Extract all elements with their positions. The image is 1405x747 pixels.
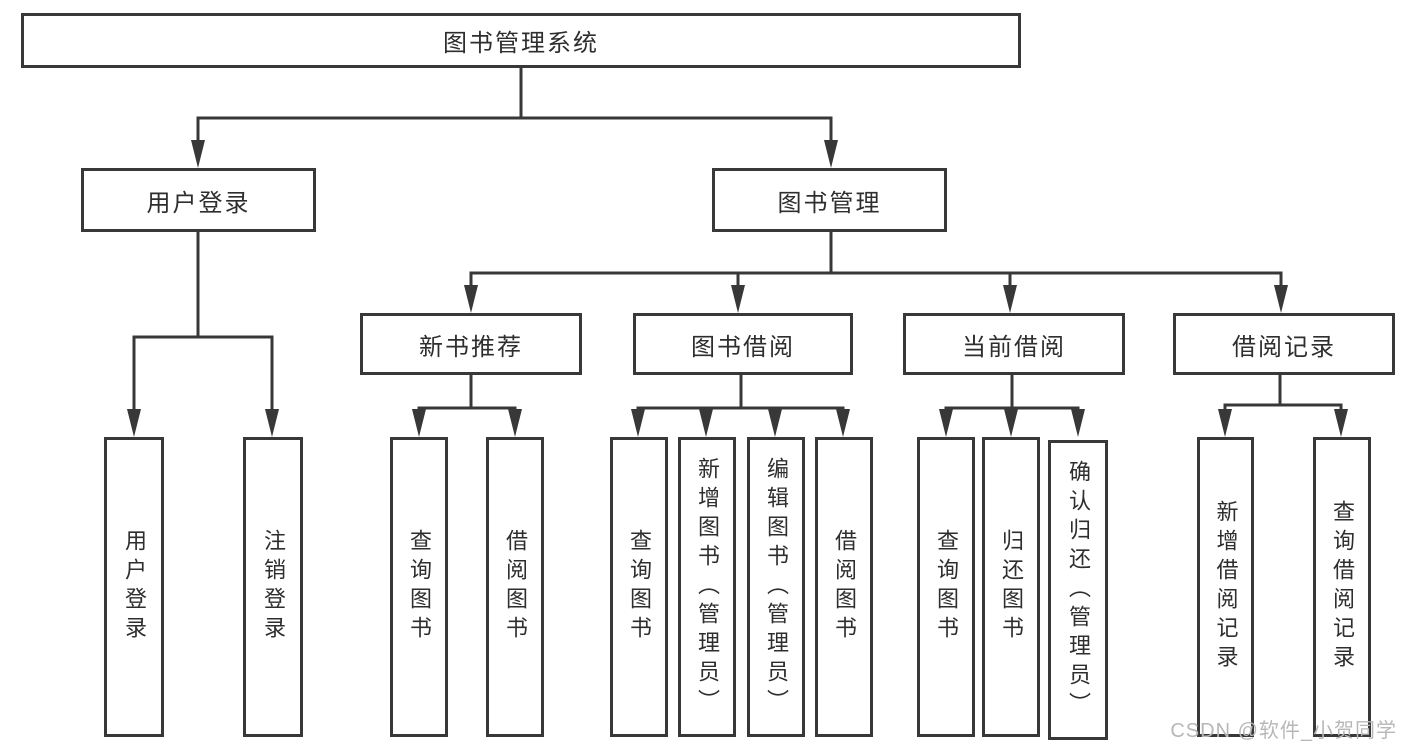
csdn-watermark: CSDN @软件_小贺同学 <box>1170 720 1397 742</box>
leaf-return-books: 归还图书 <box>982 437 1040 737</box>
node-new-book-recommendation: 新书推荐 <box>360 313 582 375</box>
leaf-label: 编辑图书（管理员） <box>764 456 789 718</box>
node-borrowing-records: 借阅记录 <box>1173 313 1395 375</box>
leaf-borrow-books-recommend: 借阅图书 <box>486 437 544 737</box>
leaf-label: 新增借阅记录 <box>1213 500 1239 674</box>
leaf-label: 用户登录 <box>122 529 147 645</box>
leaf-query-borrow-record: 查询借阅记录 <box>1313 437 1371 737</box>
leaf-label: 借阅图书 <box>832 529 857 645</box>
leaf-label: 借阅图书 <box>503 529 528 645</box>
leaf-label: 注销登录 <box>261 529 286 645</box>
leaf-logout: 注销登录 <box>243 437 303 737</box>
leaf-label: 确认归还（管理员） <box>1066 459 1091 721</box>
leaf-query-books-recommend: 查询图书 <box>390 437 448 737</box>
leaf-borrow-books-borrowing: 借阅图书 <box>815 437 873 737</box>
leaf-label: 查询图书 <box>627 529 652 645</box>
leaf-label: 查询图书 <box>407 529 432 645</box>
leaf-label: 归还图书 <box>999 529 1024 645</box>
leaf-query-books-borrowing: 查询图书 <box>610 437 668 737</box>
leaf-label: 查询借阅记录 <box>1330 500 1355 674</box>
leaf-user-login: 用户登录 <box>104 437 164 737</box>
leaf-label: 查询图书 <box>934 529 959 645</box>
leaf-confirm-return-admin: 确认归还（管理员） <box>1048 440 1108 740</box>
node-library-management-system: 图书管理系统 <box>21 13 1021 68</box>
leaf-add-borrow-record: 新增借阅记录 <box>1197 437 1254 737</box>
leaf-edit-book-admin: 编辑图书（管理员） <box>747 437 805 737</box>
node-book-borrowing: 图书借阅 <box>633 313 853 375</box>
leaf-label: 新增图书（管理员） <box>695 456 720 718</box>
node-current-borrowing: 当前借阅 <box>903 313 1125 375</box>
leaf-query-books-current: 查询图书 <box>917 437 975 737</box>
node-book-management: 图书管理 <box>712 168 947 232</box>
node-user-login: 用户登录 <box>81 168 316 232</box>
leaf-add-book-admin: 新增图书（管理员） <box>678 437 736 737</box>
